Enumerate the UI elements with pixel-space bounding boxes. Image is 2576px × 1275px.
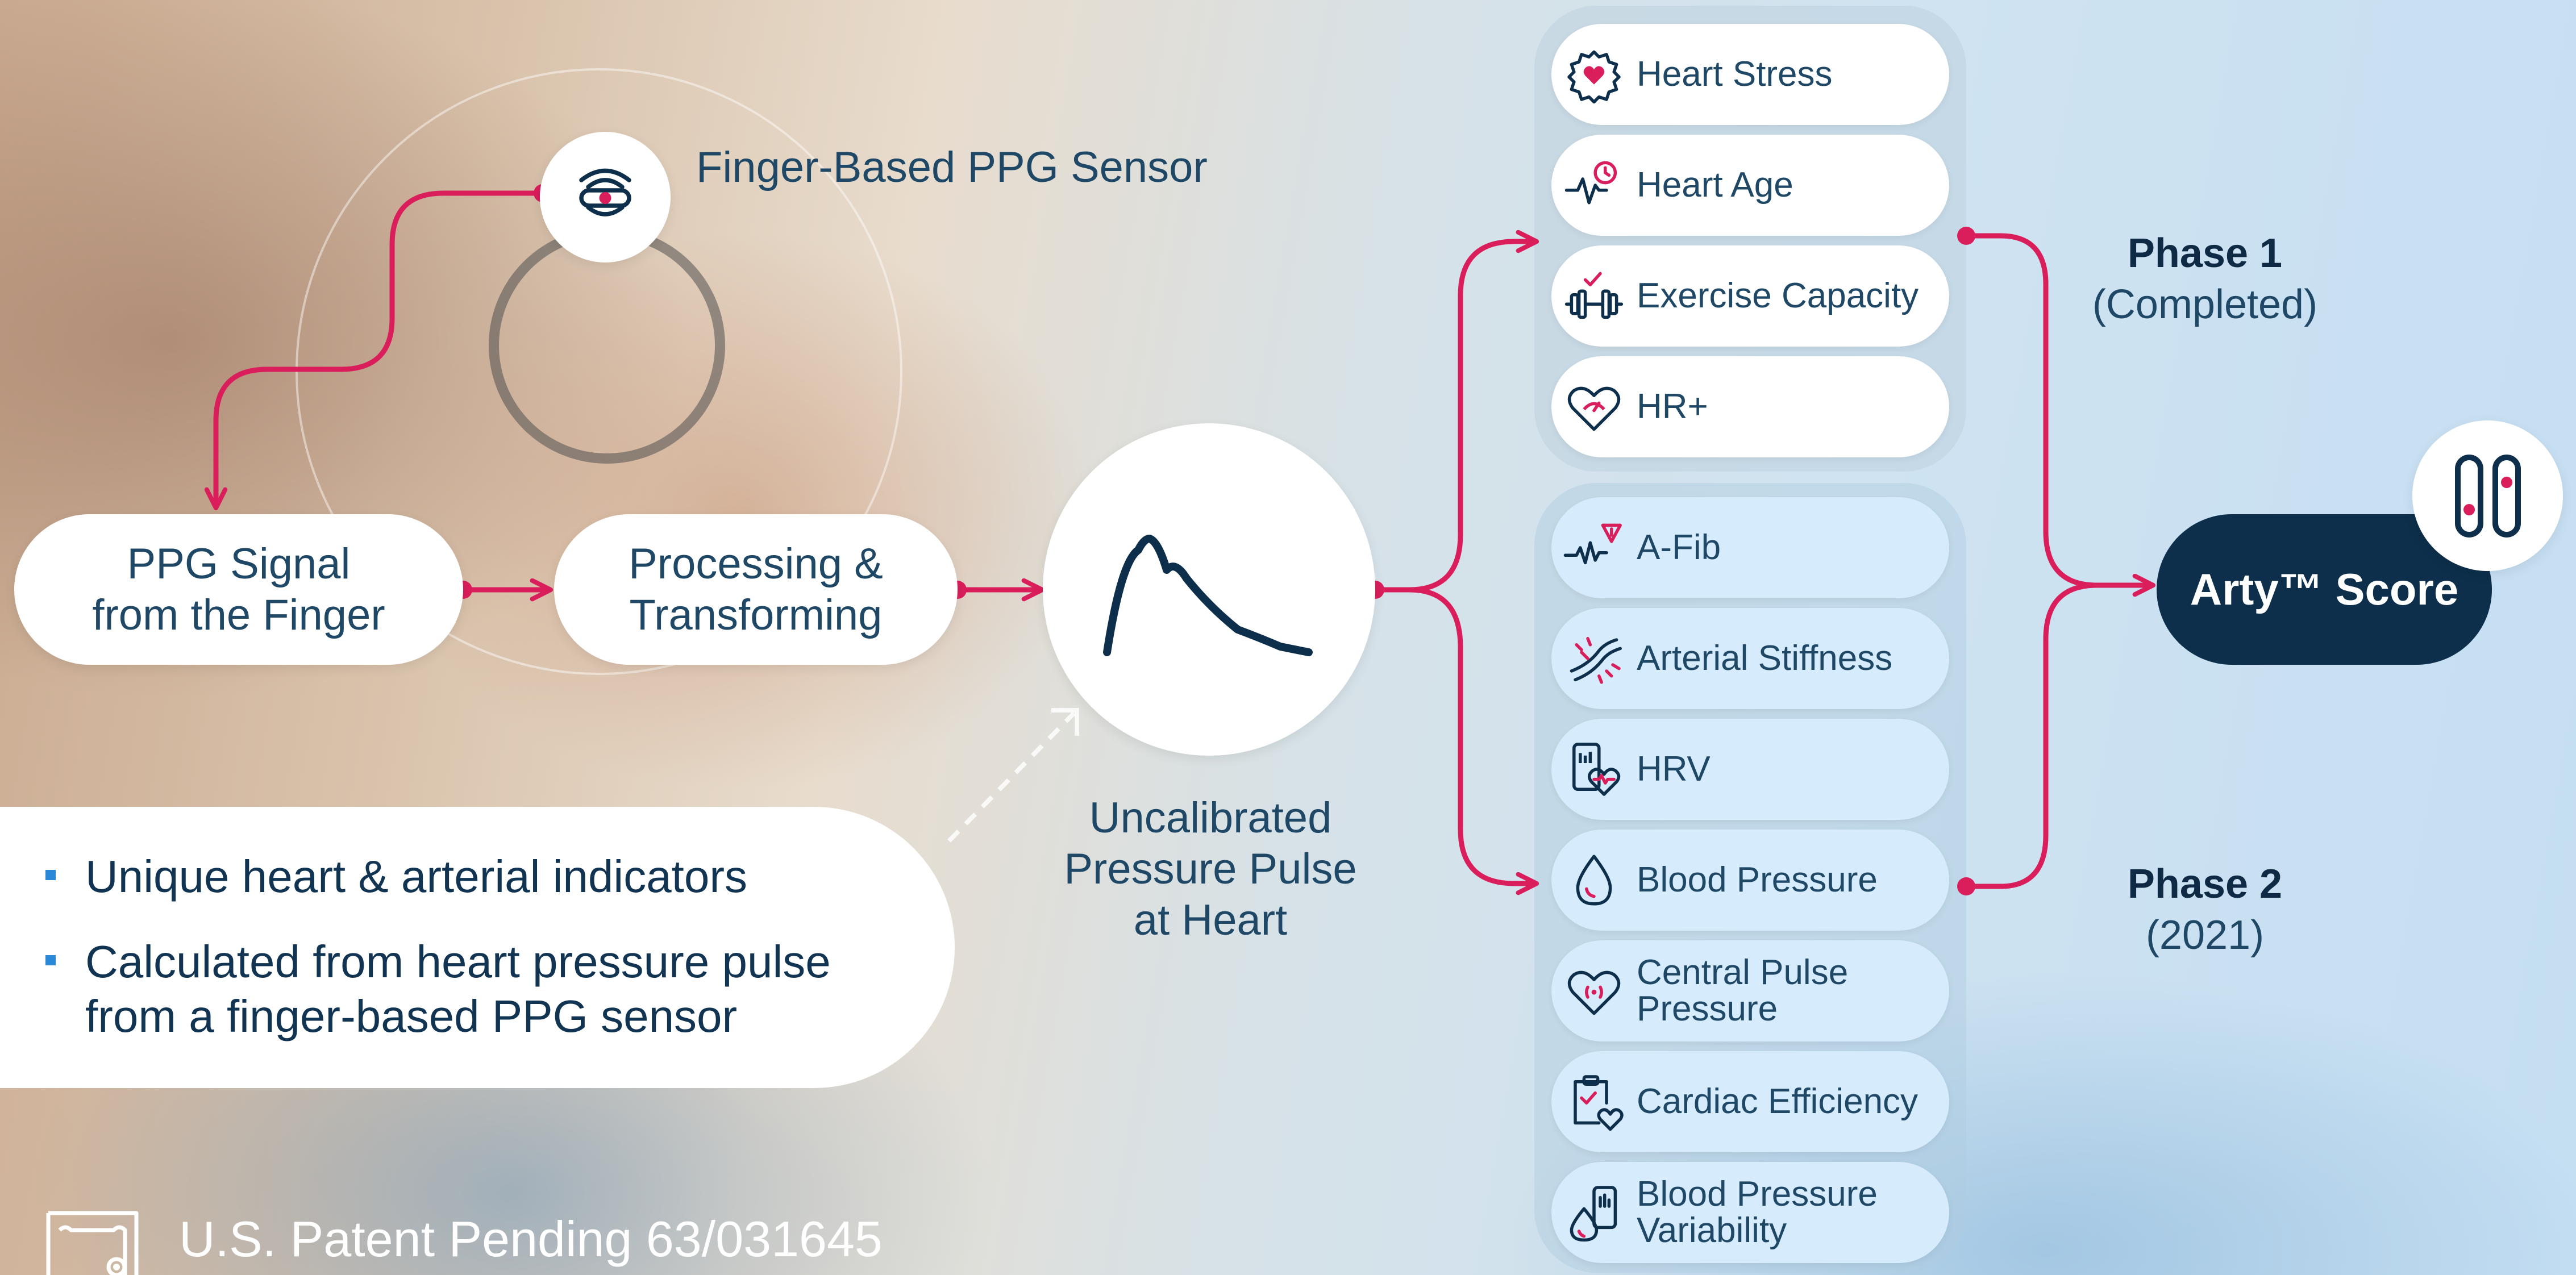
heartbeat-clock-icon (1564, 161, 1617, 205)
pulse-to-phase2-line (1406, 587, 1539, 895)
bullet-text: Calculated from heart pressure pulse fro… (85, 936, 831, 1041)
metric-label: Blood Pressure Variability (1637, 1174, 1878, 1250)
metric-hr-plus: HR+ (1551, 356, 1949, 457)
heart-gear-icon (1567, 50, 1621, 104)
phase2-title: Phase 2 (2127, 861, 2283, 907)
metric-heart-stress: Heart Stress (1551, 24, 1949, 125)
arty-score-pill: Arty™ Score (2157, 514, 2492, 665)
metric-label: Arterial Stiffness (1637, 639, 1893, 678)
patent-text: U.S. Patent Pending 63/031645 (179, 1211, 883, 1267)
metric-label: HR+ (1637, 387, 1708, 426)
sensor-to-signal-line (204, 190, 543, 511)
patent-certificate-icon (46, 1211, 139, 1275)
ppg-signal-label: PPG Signal from the Finger (92, 539, 385, 639)
metric-label: Heart Stress (1637, 55, 1833, 94)
ppg-signal-pill: PPG Signal from the Finger (14, 514, 463, 665)
metric-central-pulse-pressure: Central Pulse Pressure (1551, 940, 1949, 1041)
phase2-subtitle: (2021) (2145, 913, 2265, 958)
dashed-arrow (947, 711, 1076, 843)
drop-icon (1576, 855, 1612, 906)
processing-pill: Processing & Transforming (554, 514, 958, 665)
metric-label: A-Fib (1637, 528, 1721, 567)
clipboard-heart-icon (1574, 1075, 1624, 1131)
arty-score-label: Arty™ Score (2190, 564, 2459, 614)
pressure-pulse-circle (1043, 423, 1375, 756)
heart-pulse-icon (1567, 970, 1621, 1015)
processing-label: Processing & Transforming (629, 539, 883, 639)
metric-a-fib: A-Fib (1551, 497, 1949, 598)
metric-hrv: HRV (1551, 719, 1949, 820)
metric-label: Heart Age (1637, 165, 1793, 205)
metric-label: Blood Pressure (1637, 860, 1878, 899)
info-card (0, 807, 955, 1088)
dumbbell-check-icon (1564, 272, 1624, 319)
metric-label: Central Pulse Pressure (1637, 953, 1849, 1028)
pressure-pulse-caption: Uncalibrated Pressure Pulse at Heart (1064, 794, 1357, 944)
metric-blood-pressure: Blood Pressure (1551, 830, 1949, 931)
ppg-sensor-icon (579, 168, 631, 216)
metric-cardiac-efficiency: Cardiac Efficiency (1551, 1051, 1949, 1152)
metric-exercise-capacity: Exercise Capacity (1551, 245, 1949, 347)
sensor-label: Finger-Based PPG Sensor (696, 143, 1208, 191)
metric-blood-pressure-variability: Blood Pressure Variability (1551, 1162, 1949, 1263)
sensor-circle (540, 132, 671, 262)
heart-gauge-icon (1567, 386, 1621, 431)
arty-logo-badge (2412, 420, 2563, 571)
pulse-waveform-icon (1102, 534, 1313, 656)
phase1-to-score-line (1963, 233, 2156, 597)
metric-label: Cardiac Efficiency (1637, 1082, 1919, 1121)
metric-label: Exercise Capacity (1637, 276, 1919, 315)
metric-arterial-stiffness: Arterial Stiffness (1551, 608, 1949, 709)
drop-phone-icon (1570, 1186, 1617, 1242)
pulse-to-phase1-line (1372, 230, 1539, 593)
phase2-to-score-line (1963, 582, 2100, 889)
bullet-marker (45, 870, 56, 880)
artery-icon (1570, 637, 1622, 684)
afib-warning-icon (1563, 523, 1622, 565)
metric-label: HRV (1637, 749, 1711, 789)
arty-logo-icon (2454, 454, 2521, 538)
phase1-title: Phase 1 (2127, 231, 2283, 276)
bullet-text: Unique heart & arterial indicators (85, 851, 748, 902)
phase1-subtitle: (Completed) (2092, 282, 2318, 327)
phone-heart-icon (1572, 743, 1621, 796)
bullet-marker (45, 955, 56, 965)
metric-heart-age: Heart Age (1551, 135, 1949, 236)
